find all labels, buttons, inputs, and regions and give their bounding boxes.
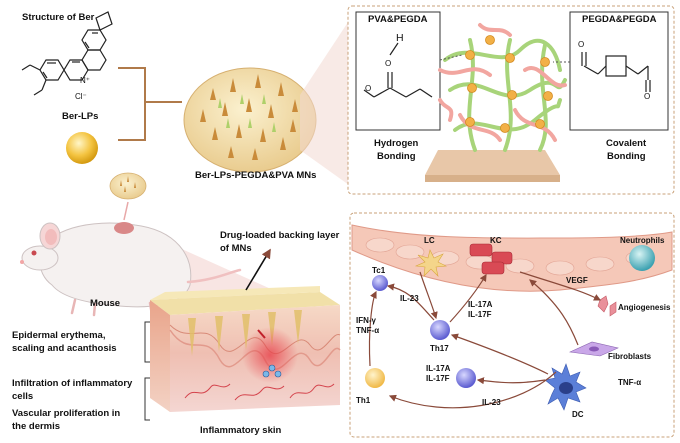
o-atom-4: O bbox=[644, 92, 651, 101]
th1-cell bbox=[365, 368, 385, 388]
infiltration-label-2: cells bbox=[12, 391, 34, 402]
ifn-label: IFN-γ bbox=[356, 316, 376, 325]
fibroblasts-label: Fibroblasts bbox=[608, 352, 652, 361]
skin-label-brackets bbox=[144, 321, 150, 421]
berberine-structure bbox=[21, 11, 113, 96]
backing-label-2: of MNs bbox=[220, 243, 252, 254]
erythema-label-2: scaling and acanthosis bbox=[12, 343, 117, 354]
fibroblast-cell bbox=[568, 341, 619, 357]
infiltration-label-1: Infiltration of inflammatory bbox=[12, 378, 133, 389]
il23-bottom-label: IL-23 bbox=[482, 398, 501, 407]
il17f-2-label: IL-17F bbox=[426, 374, 450, 383]
nplus-label: N⁺ bbox=[80, 76, 90, 85]
covalent-bonding-2: Bonding bbox=[607, 151, 646, 162]
covalent-bonding-1: Covalent bbox=[606, 138, 647, 149]
o-atom-1: O bbox=[385, 59, 392, 68]
neutrophils-label: Neutrophils bbox=[620, 236, 665, 245]
th1-label: Th1 bbox=[356, 396, 371, 405]
tnf-left-label: TNF-α bbox=[356, 326, 380, 335]
apply-arrow bbox=[123, 201, 129, 221]
backing-arrow bbox=[245, 248, 271, 291]
ber-lps-label: Ber-LPs bbox=[62, 111, 99, 122]
bracket bbox=[118, 67, 182, 141]
vascular-label-1: Vascular proliferation in bbox=[12, 408, 121, 419]
pva-pegda-box bbox=[355, 11, 441, 131]
th17-label: Th17 bbox=[430, 344, 449, 353]
vascular-label-2: the dermis bbox=[12, 421, 61, 432]
kc-label: KC bbox=[490, 236, 502, 245]
zoom-cone-top bbox=[300, 10, 356, 190]
angiogenesis-label: Angiogenesis bbox=[618, 303, 671, 312]
skin-section bbox=[150, 286, 341, 412]
dc-cell bbox=[544, 363, 587, 411]
dc-label: DC bbox=[572, 410, 584, 419]
microneedle-patch bbox=[183, 67, 317, 173]
inflammatory-skin-label: Inflammatory skin bbox=[200, 425, 282, 436]
tc1-label: Tc1 bbox=[372, 266, 386, 275]
tnf-right-label: TNF-α bbox=[618, 378, 642, 387]
diacrylate-structure bbox=[581, 52, 651, 92]
erythema-label-1: Epidermal erythema, bbox=[12, 330, 106, 341]
lc-label: LC bbox=[424, 236, 435, 245]
o-atom-2: O bbox=[365, 84, 372, 93]
mouse-label: Mouse bbox=[90, 298, 121, 309]
epidermis-layer bbox=[351, 224, 673, 292]
hydrogen-bonding-2: Bonding bbox=[377, 151, 416, 162]
mouse-illustration bbox=[20, 222, 242, 317]
tc1-cell bbox=[372, 275, 388, 291]
ester-structure bbox=[363, 42, 433, 98]
th17b-cell bbox=[456, 368, 476, 388]
lc-cell bbox=[414, 249, 448, 277]
small-patch bbox=[109, 172, 147, 200]
pva-pegda-label: PVA&PEGDA bbox=[368, 14, 428, 25]
chloride-label: Cl⁻ bbox=[75, 92, 87, 101]
neutrophil-cell bbox=[629, 245, 655, 271]
cycle-arrows bbox=[368, 271, 602, 409]
pegda-pegda-box bbox=[569, 11, 669, 131]
il17a-1-label: IL-17A bbox=[468, 300, 493, 309]
il17a-2-label: IL-17A bbox=[426, 364, 451, 373]
ber-liposome-sphere bbox=[66, 132, 98, 164]
o-atom-3: O bbox=[578, 40, 585, 49]
il17f-1-label: IL-17F bbox=[468, 310, 492, 319]
pegda-pegda-label: PEGDA&PEGDA bbox=[582, 14, 657, 25]
th17-cell bbox=[430, 320, 450, 340]
h-atom: H bbox=[396, 32, 404, 44]
il23-top-label: IL-23 bbox=[400, 294, 419, 303]
polymer-network bbox=[425, 23, 570, 182]
hydrogen-bonding-1: Hydrogen bbox=[374, 138, 419, 149]
structure-title: Structure of Ber bbox=[22, 12, 95, 23]
backing-label-1: Drug-loaded backing layer bbox=[220, 230, 340, 241]
vegf-label: VEGF bbox=[566, 276, 588, 285]
mns-label: Ber-LPs-PEGDA&PVA MNs bbox=[195, 170, 317, 181]
